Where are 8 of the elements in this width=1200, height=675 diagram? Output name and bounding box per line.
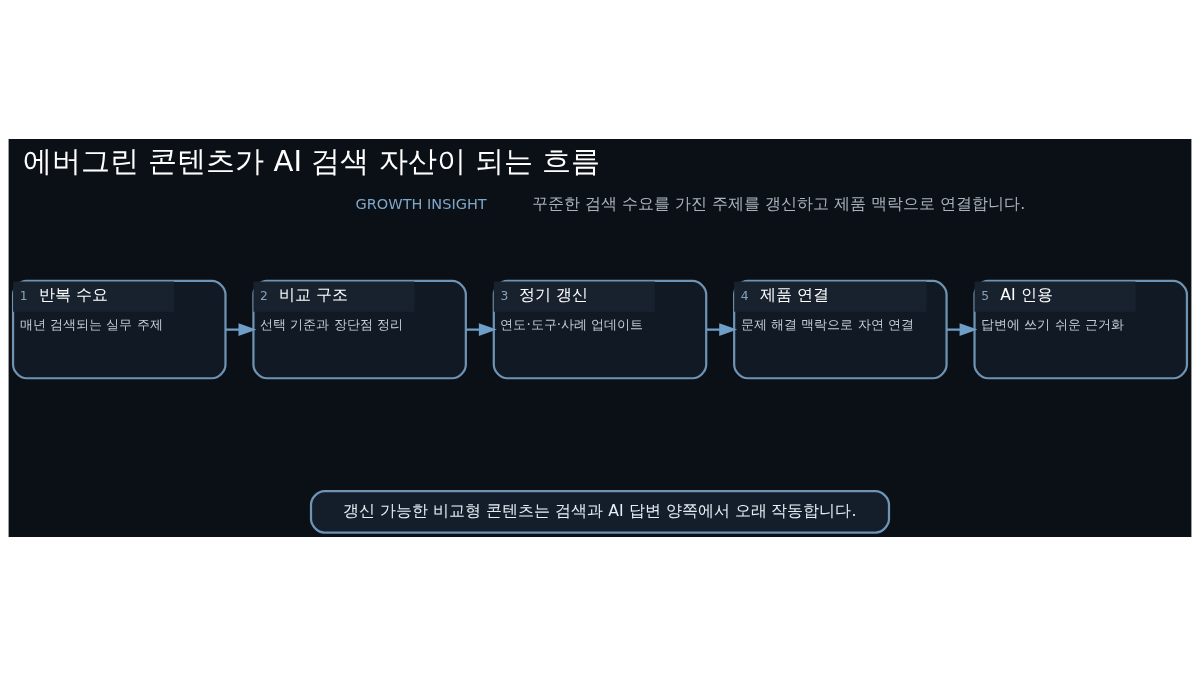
node-box: 갱신 가능한 비교형 콘텐츠는 검색과 AI 답변 양쪽에서 오래 작동합니다. — [309, 489, 891, 534]
arrow — [466, 322, 497, 336]
label: 꾸준한 검색 수요를 가진 주제를 갱신하고 제품 맥락으로 연결합니다. — [532, 193, 1026, 213]
label: GROWTH INSIGHT — [355, 195, 487, 212]
arrow — [706, 322, 738, 336]
arrow — [225, 322, 257, 336]
diagram-title: 에버그린 콘텐츠가 AI 검색 자산이 되는 흐름 — [23, 143, 600, 178]
arrow — [946, 322, 978, 336]
